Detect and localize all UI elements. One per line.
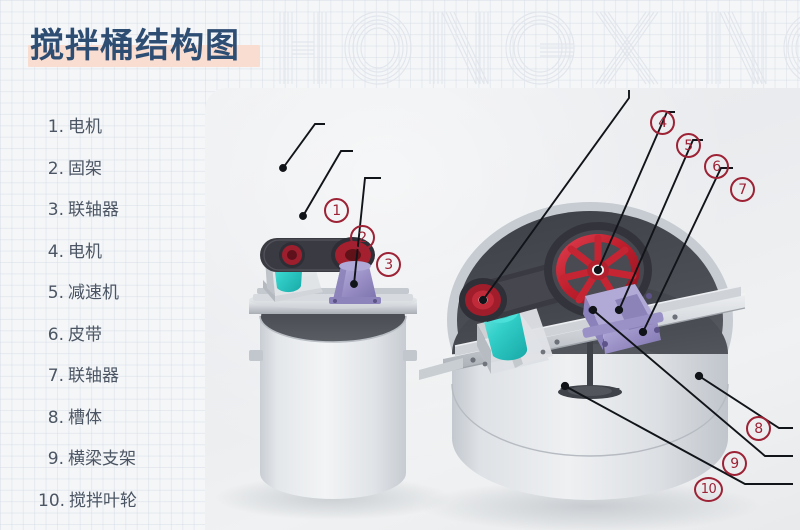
list-item-label: 槽体 <box>68 407 102 428</box>
list-item-number: 7. <box>47 366 64 386</box>
title-highlight-band <box>28 45 260 67</box>
list-item-label: 电机 <box>68 117 102 137</box>
list-item: 6. 皮带 <box>38 320 206 362</box>
list-item: 8. 槽体 <box>38 403 206 445</box>
page-title-text: 搅拌桶结构图 <box>30 26 240 66</box>
list-item-label: 联轴器 <box>68 200 119 220</box>
list-item-label: 减速机 <box>68 283 119 303</box>
list-item: 2. 固架 <box>38 154 206 196</box>
list-item: 4. 电机 <box>38 237 206 279</box>
callout-1[interactable]: 1 <box>324 198 349 223</box>
list-item: 3. 联轴器 <box>38 195 206 237</box>
list-item: 7. 联轴器 <box>38 361 206 403</box>
list-item: 5. 减速机 <box>38 278 206 320</box>
list-item-number: 2. <box>47 158 64 179</box>
callout-3[interactable]: 3 <box>376 252 401 277</box>
list-item-number: 5. <box>47 283 64 303</box>
list-item-label: 联轴器 <box>68 366 119 386</box>
product-illustration-panel <box>205 88 800 530</box>
callout-5[interactable]: 5 <box>676 133 701 158</box>
list-item: 1. 电机 <box>38 112 206 154</box>
callout-6[interactable]: 6 <box>704 154 729 179</box>
callout-9[interactable]: 9 <box>722 451 747 476</box>
callout-7[interactable]: 7 <box>730 177 755 202</box>
list-item-label: 固架 <box>68 158 102 179</box>
list-item-number: 3. <box>47 200 64 220</box>
parts-list: 1. 电机 2. 固架 3. 联轴器 4. 电机 5. 减速机 6. 皮带 7.… <box>38 112 206 527</box>
list-item: 10. 搅拌叶轮 <box>38 486 206 528</box>
hongxing-watermark <box>262 2 800 94</box>
list-item-label: 电机 <box>68 241 102 262</box>
left-mixer-unit <box>215 237 451 520</box>
list-item-number: 8. <box>47 407 64 428</box>
list-item: 9. 横梁支架 <box>38 444 206 486</box>
list-item-number: 6. <box>47 324 64 345</box>
list-item-number: 9. <box>47 449 64 469</box>
list-item-label: 皮带 <box>68 324 102 345</box>
list-item-label: 搅拌叶轮 <box>69 490 138 511</box>
list-item-label: 横梁支架 <box>68 449 136 469</box>
page-title: 搅拌桶结构图 <box>28 20 260 72</box>
list-item-number: 10. <box>38 490 66 511</box>
callout-10[interactable]: 10 <box>694 477 723 502</box>
list-item-number: 4. <box>47 241 64 262</box>
callout-8[interactable]: 8 <box>746 416 771 441</box>
callout-2[interactable]: 2 <box>350 225 375 250</box>
callout-4[interactable]: 4 <box>650 110 675 135</box>
list-item-number: 1. <box>47 117 64 137</box>
